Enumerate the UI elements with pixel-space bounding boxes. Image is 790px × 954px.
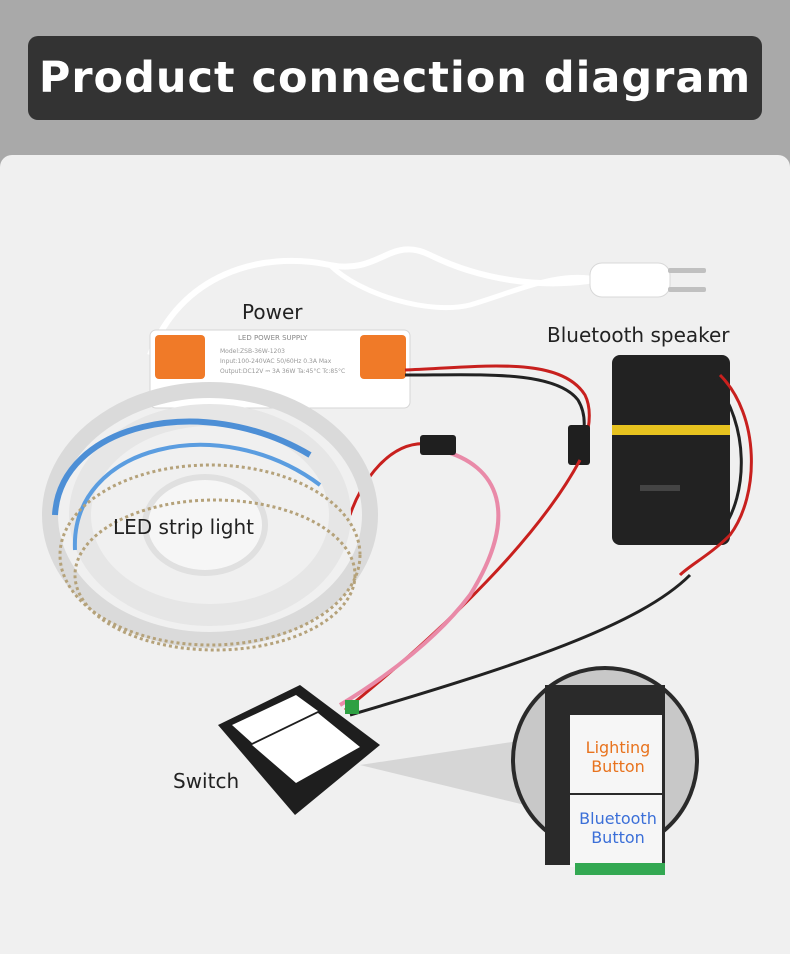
switch-zoom-inset bbox=[511, 666, 699, 875]
lighting-button-label: Lighting Button bbox=[568, 738, 668, 776]
lighting-button-line2: Button bbox=[591, 757, 645, 776]
touch-switch bbox=[218, 685, 380, 815]
strip-connector bbox=[420, 435, 456, 455]
power-cord bbox=[147, 246, 621, 357]
lighting-button-line1: Lighting bbox=[585, 738, 651, 757]
bluetooth-speaker-label: Bluetooth speaker bbox=[547, 323, 730, 347]
bluetooth-button-label: Bluetooth Button bbox=[568, 809, 668, 847]
product-photo: LED POWER SUPPLY Model:ZSB-36W-1203 Inpu… bbox=[42, 246, 753, 875]
title-banner: Product connection diagram bbox=[28, 36, 762, 120]
psu-connector bbox=[568, 425, 590, 465]
led-strip-label: LED strip light bbox=[113, 515, 254, 539]
eu-plug bbox=[589, 262, 706, 298]
page-title: Product connection diagram bbox=[38, 53, 752, 103]
diagram-photo-panel: LED POWER SUPPLY Model:ZSB-36W-1203 Inpu… bbox=[0, 155, 790, 954]
switch-label: Switch bbox=[173, 769, 240, 793]
psu-output: Output:DC12V ⎓ 3A 36W Ta:45°C Tc:85°C bbox=[220, 368, 345, 375]
power-label: Power bbox=[242, 300, 303, 324]
psu-model: Model:ZSB-36W-1203 bbox=[220, 348, 285, 355]
bluetooth-button-line2: Button bbox=[591, 828, 645, 847]
psu-input: Input:100-240VAC 50/60Hz 0.3A Max bbox=[220, 358, 332, 365]
psu-heading: LED POWER SUPPLY bbox=[238, 334, 308, 342]
bluetooth-speaker-box bbox=[612, 355, 730, 545]
led-strip-reel bbox=[42, 382, 378, 652]
bluetooth-button-line1: Bluetooth bbox=[579, 809, 657, 828]
